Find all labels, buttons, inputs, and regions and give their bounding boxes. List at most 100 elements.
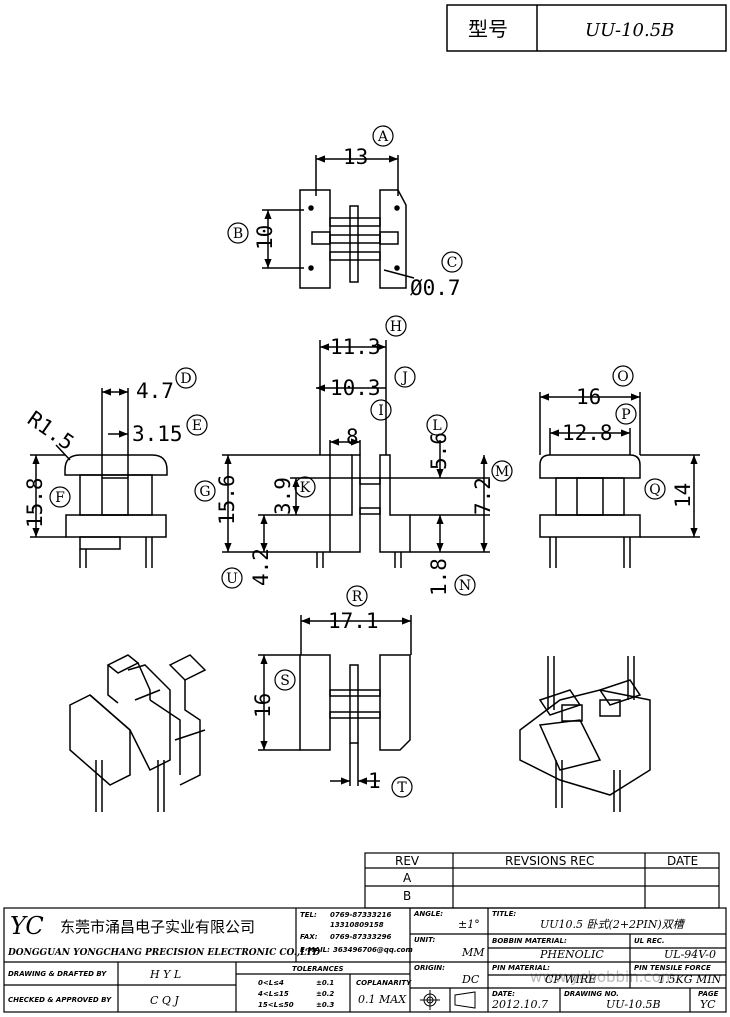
dim-12-8: 12.8 xyxy=(562,421,613,445)
dim-5-6: 5.6 xyxy=(427,432,451,470)
title-label: TITLE: xyxy=(492,910,516,918)
dim-16-top: 16 xyxy=(576,385,601,409)
company-name-en: DONGGUAN YONGCHANG PRECISION ELECTRONIC … xyxy=(7,948,320,958)
callout-letter: T xyxy=(397,780,407,796)
callout-letter: C xyxy=(447,255,458,271)
callout-letter: U xyxy=(226,571,238,587)
tel-1: 0769-87333216 xyxy=(330,911,391,919)
angle-value: ±1° xyxy=(458,918,480,931)
callout-letter: F xyxy=(55,490,65,506)
pin-material-label: PIN MATERIAL: xyxy=(492,964,550,972)
checked-label: CHECKED & APPROVED BY xyxy=(8,996,112,1004)
dim-3-9: 3.9 xyxy=(271,477,295,515)
rev-a: A xyxy=(403,871,412,885)
bobbin-value: PHENOLIC xyxy=(539,948,604,961)
page-label: PAGE xyxy=(698,990,719,998)
callout-o: O xyxy=(612,365,634,387)
dim-10: 10 xyxy=(253,225,277,250)
tensile-label: PIN TENSILE FORCE xyxy=(634,964,711,972)
recs-header: REVSIONS REC xyxy=(505,854,594,868)
dim-15-6: 15.6 xyxy=(215,474,239,525)
callout-letter: G xyxy=(199,484,210,500)
model-header xyxy=(446,4,727,52)
callout-e: E xyxy=(186,414,208,436)
dim-3-15: 3.15 xyxy=(132,422,183,446)
callout-l: L xyxy=(426,414,448,436)
rev-b: B xyxy=(403,889,411,903)
dim-11-3: 11.3 xyxy=(330,335,381,359)
callout-n: N xyxy=(454,574,476,596)
unit-label: UNIT: xyxy=(414,936,436,944)
callout-letter: R xyxy=(352,589,363,605)
callout-r: R xyxy=(346,585,368,607)
callout-letter: S xyxy=(280,673,290,689)
email-label: E-MAIL: xyxy=(300,946,330,954)
projection-symbol xyxy=(420,990,476,1010)
callout-g: G xyxy=(194,480,216,502)
dim-1-8: 1.8 xyxy=(427,558,451,596)
callout-d: D xyxy=(175,367,197,389)
dim-4-2: 4.2 xyxy=(249,548,273,586)
callout-u: U xyxy=(221,567,243,589)
coplanarity-value: 0.1 MAX xyxy=(358,993,407,1006)
dim-r1-5: R1.5 xyxy=(23,406,78,455)
rev-header: REV xyxy=(395,854,420,868)
callout-m: M xyxy=(491,460,513,482)
tensile-value: 1.5KG MIN xyxy=(658,973,722,986)
fax-label: FAX: xyxy=(300,933,318,941)
callout-q: Q xyxy=(644,478,666,500)
revision-table xyxy=(364,852,720,909)
ul-label: UL REC. xyxy=(634,937,665,945)
origin-label: ORIGIN: xyxy=(414,964,445,972)
tol-range-2: 4<L≤15 xyxy=(258,990,289,998)
tol-range-3: 15<L≤50 xyxy=(258,1001,294,1009)
callout-letter: B xyxy=(233,226,243,242)
date-value: 2012.10.7 xyxy=(491,998,548,1011)
tel-2: 13310809158 xyxy=(330,921,384,929)
callout-letter: N xyxy=(459,578,471,594)
type-label: 型号 xyxy=(468,17,508,41)
dim-7-2: 7.2 xyxy=(471,477,495,515)
checked-value: C Q J xyxy=(150,994,179,1007)
drawn-value: H Y L xyxy=(149,968,181,981)
tol-value-2: ±0.2 xyxy=(316,990,334,998)
top-view xyxy=(262,155,415,289)
bobbin-label: BOBBIN MATERIAL: xyxy=(492,937,567,945)
drawing-no-value: UU-10.5B xyxy=(606,998,661,1011)
callout-letter: J xyxy=(400,370,408,386)
unit-value: MM xyxy=(461,946,485,959)
ul-value: UL-94V-0 xyxy=(664,948,716,961)
company-name-cn: 东莞市涌昌电子实业有限公司 xyxy=(60,918,255,936)
left-side-view xyxy=(30,388,168,568)
callout-c: C xyxy=(441,251,463,273)
callout-t: T xyxy=(391,776,413,798)
email-value: 363496706@qq.com xyxy=(333,946,413,954)
date-header: DATE xyxy=(667,854,698,868)
callout-letter: H xyxy=(390,319,402,335)
callout-letter: Q xyxy=(649,482,660,498)
front-view xyxy=(222,340,490,568)
dim-15-8: 15.8 xyxy=(23,477,47,528)
callout-f: F xyxy=(49,486,71,508)
callout-letter: I xyxy=(378,403,384,419)
tel-label: TEL: xyxy=(300,911,317,919)
callout-j: J xyxy=(394,366,416,388)
callout-letter: A xyxy=(377,129,389,145)
tol-value-1: ±0.1 xyxy=(316,979,334,987)
dim-13: 13 xyxy=(343,145,368,169)
dim-16-side: 16 xyxy=(251,693,275,718)
callout-a: A xyxy=(372,125,394,147)
isometric-view-left xyxy=(69,654,207,812)
callout-letter: O xyxy=(617,369,628,385)
dim-0-7: Ø0.7 xyxy=(410,276,461,300)
company-logo: YC xyxy=(10,912,44,940)
page-value: YC xyxy=(700,998,716,1011)
callout-letter: P xyxy=(621,407,630,423)
callout-b: B xyxy=(227,222,249,244)
callout-h: H xyxy=(385,315,407,337)
callout-p: P xyxy=(615,403,637,425)
dim-17-1: 17.1 xyxy=(328,609,379,633)
callout-i: I xyxy=(370,399,392,421)
callout-letter: D xyxy=(180,371,191,387)
tol-range-1: 0<L≤4 xyxy=(258,979,284,987)
